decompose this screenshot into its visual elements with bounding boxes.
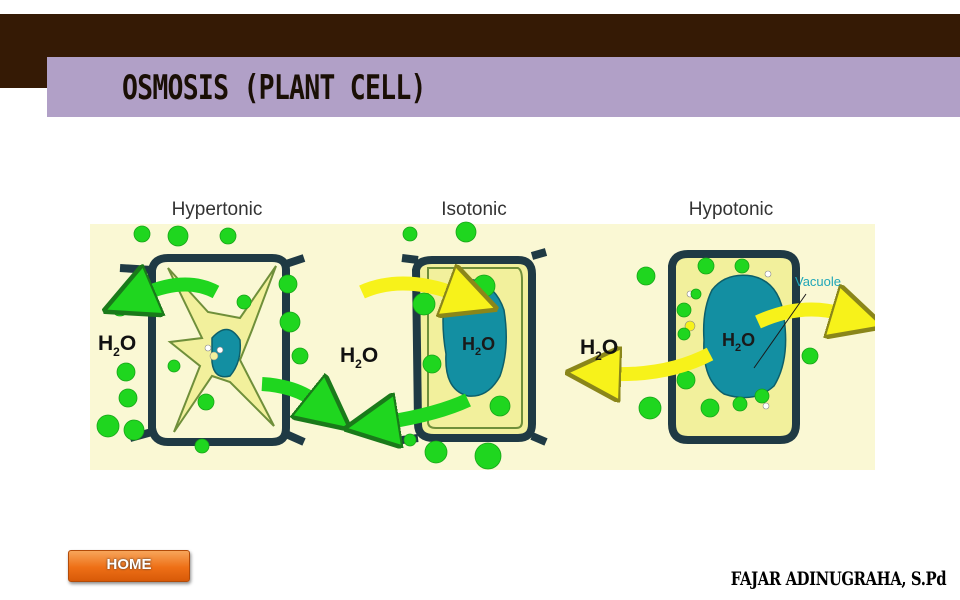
- home-button[interactable]: HOME: [68, 550, 190, 582]
- hypotonic-h2o: H2O: [580, 336, 618, 363]
- hypotonic-water-molecules: [636, 257, 819, 420]
- slide-title: OSMOSIS (PLANT CELL): [122, 68, 427, 108]
- osmosis-diagram: Hypertonic Isotonic Hypotonic H2O H2O: [90, 199, 875, 470]
- vacuole-callout-line: [753, 293, 807, 369]
- hypertonic-h2o: H2O: [98, 332, 136, 359]
- hypertonic-water-molecules: [96, 225, 309, 454]
- title-band: [47, 57, 960, 117]
- hypotonic-cell: H2O: [668, 250, 800, 444]
- isotonic-arrow-out: [388, 400, 471, 422]
- isotonic-arrow-in: [359, 283, 456, 294]
- label-hypertonic: Hypertonic: [172, 199, 263, 220]
- hypotonic-arrow-in: [610, 354, 714, 374]
- isotonic-h2o: H2O: [340, 344, 378, 371]
- hypertonic-arrow-out-bottom: [261, 384, 316, 402]
- hypertonic-arrow-out-top: [144, 284, 220, 294]
- hypotonic-arrow-out: [755, 310, 842, 323]
- hypotonic-vacuole-h2o: H2O: [722, 330, 755, 354]
- label-hypotonic: Hypotonic: [689, 199, 774, 220]
- label-isotonic: Isotonic: [441, 199, 506, 220]
- isotonic-vacuole-h2o: H2O: [462, 334, 495, 358]
- vacuole-callout: Vacuole: [795, 274, 841, 289]
- author-credit: FAJAR ADINUGRAHA, S.Pd: [730, 568, 947, 590]
